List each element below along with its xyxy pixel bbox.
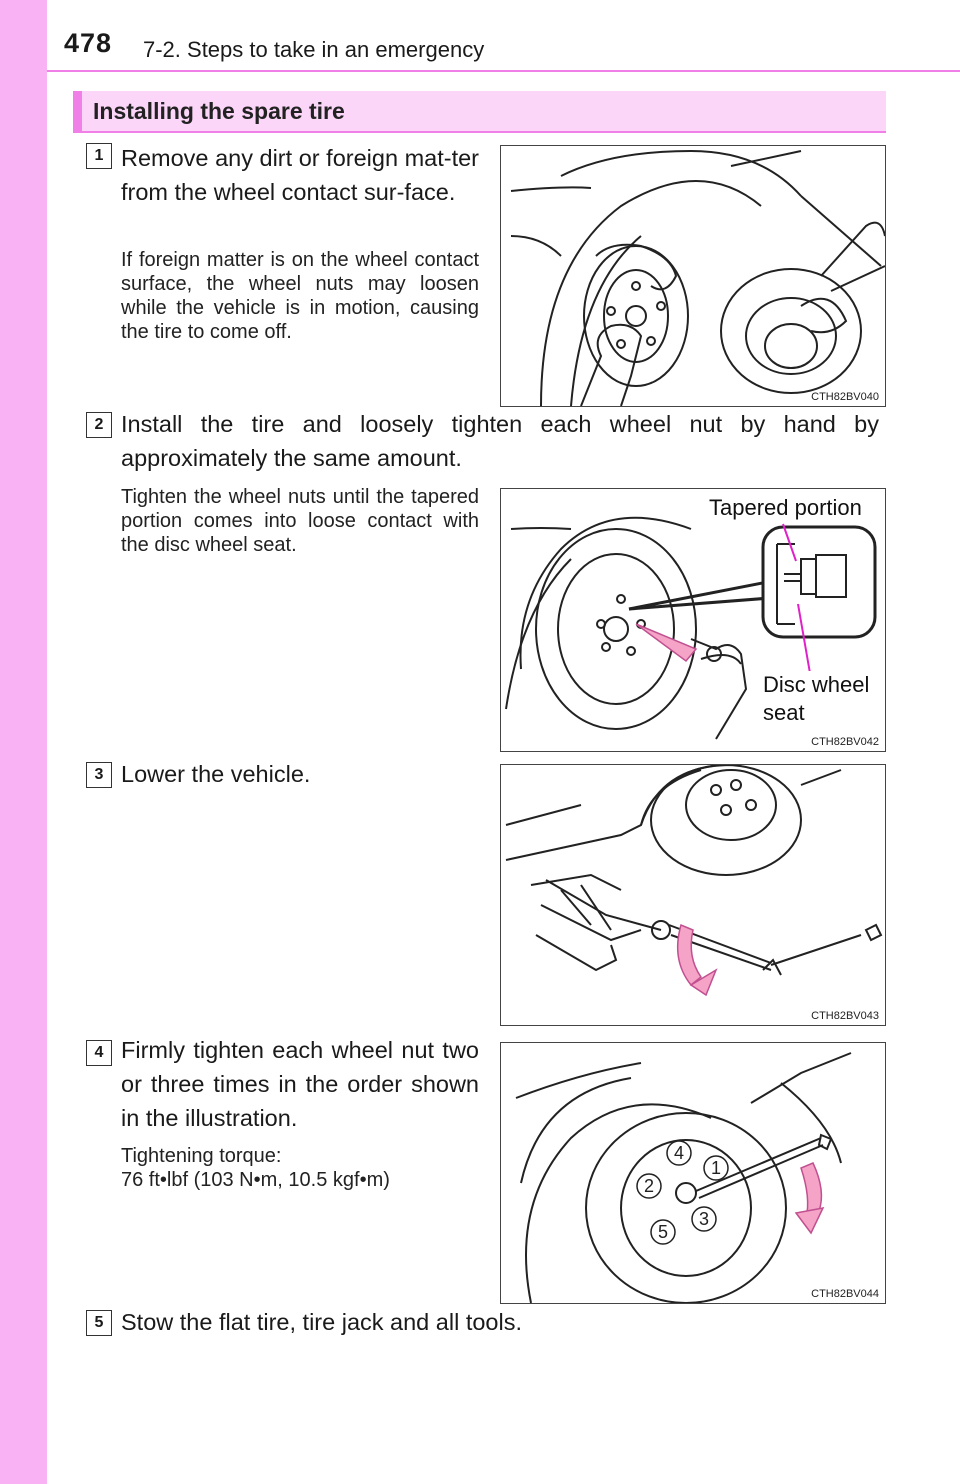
step-1-note: If foreign matter is on the wheel contac…	[121, 249, 479, 343]
illustration-jack	[505, 765, 883, 997]
page-number: 478	[64, 28, 113, 58]
heading-accent	[73, 91, 82, 131]
figure-code: CTH82BV040	[811, 391, 879, 403]
figure-code: CTH82BV042	[811, 736, 879, 748]
step-4-text: Firmly tighten each wheel nut two or thr…	[121, 1037, 479, 1131]
section-title: 7-2. Steps to take in an emergency	[143, 37, 485, 62]
header-divider	[47, 70, 960, 72]
arrow-direction	[635, 623, 698, 663]
step-number-1: 1	[86, 143, 112, 169]
heading-bar: Installing the spare tire	[73, 91, 886, 133]
arrow-rotation	[676, 923, 703, 987]
step-4-note-label: Tightening torque:	[121, 1145, 282, 1167]
step-4-note-value: 76 ft•lbf (103 N•m, 10.5 kgf•m)	[121, 1169, 390, 1191]
step-number-3: 3	[86, 762, 112, 788]
side-tab-strip	[0, 0, 47, 1484]
callout-tapered-portion: Tapered portion	[709, 494, 862, 522]
figure-code: CTH82BV043	[811, 1010, 879, 1022]
nut-order-1: 1	[711, 1158, 721, 1178]
figure-code: CTH82BV044	[811, 1288, 879, 1300]
nut-order-2: 2	[644, 1176, 654, 1196]
illustration-tighten: 1 2 3 4 5	[515, 1052, 852, 1303]
nut-order-4: 4	[674, 1143, 684, 1163]
heading-title: Installing the spare tire	[93, 98, 345, 124]
step-number-4: 4	[86, 1040, 112, 1066]
illustration-cleaning	[510, 149, 885, 406]
figure-lower-vehicle: CTH82BV043	[500, 764, 886, 1026]
step-number-5: 5	[86, 1310, 112, 1336]
callout-disc-wheel-seat: Disc wheel seat	[763, 671, 885, 727]
illustration-install	[505, 516, 877, 740]
step-2-note: Tighten the wheel nuts until the tapered…	[121, 486, 479, 556]
figure-install-tire: Tapered portion Disc wheel seat CTH82BV0…	[500, 488, 886, 752]
figure-tighten-order: 1 2 3 4 5 CTH82BV044	[500, 1042, 886, 1304]
step-number-2: 2	[86, 412, 112, 438]
nut-order-3: 3	[699, 1209, 709, 1229]
step-2-text: Install the tire and loosely tighten eac…	[121, 411, 879, 471]
step-1-text: Remove any dirt or foreign mat-ter from …	[121, 145, 479, 205]
step-5-text: Stow the flat tire, tire jack and all to…	[121, 1309, 522, 1335]
nut-order-5: 5	[658, 1222, 668, 1242]
step-3-text: Lower the vehicle.	[121, 761, 311, 787]
figure-clean-wheel-contact: CTH82BV040	[500, 145, 886, 407]
